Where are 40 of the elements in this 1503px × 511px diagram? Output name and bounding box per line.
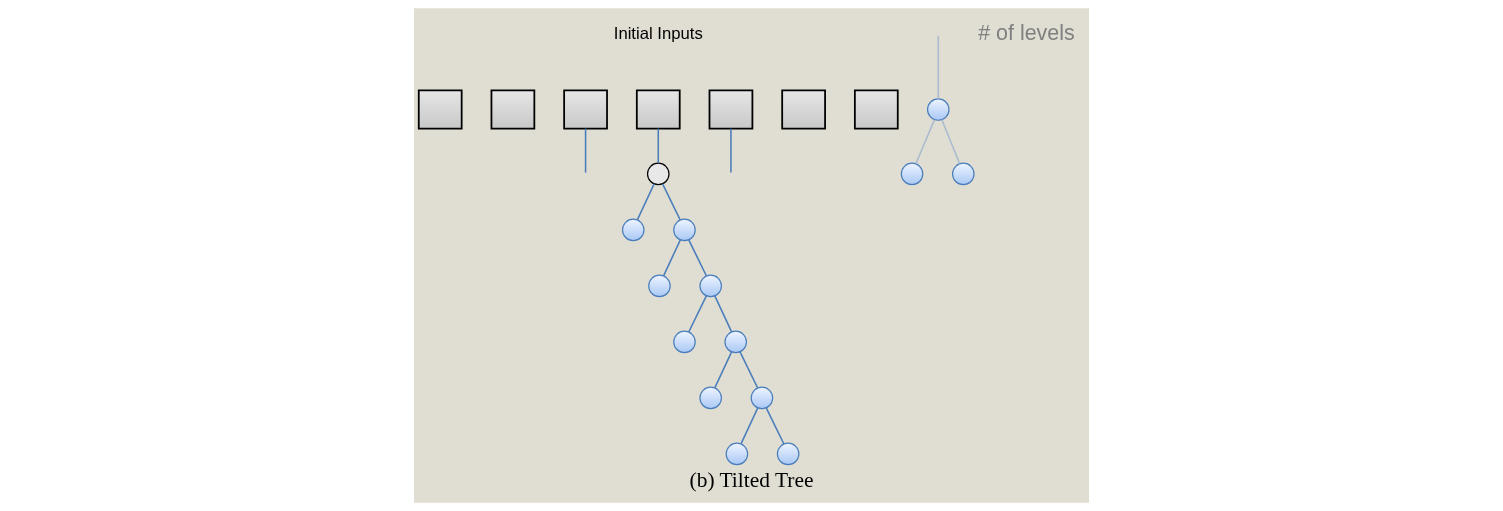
- connector: [636, 183, 655, 221]
- node-box: [635, 89, 681, 130]
- connector: [714, 295, 733, 333]
- connector: [739, 351, 759, 389]
- node-circle: [926, 98, 950, 121]
- caption: (b) Tilted Tree: [689, 467, 814, 492]
- node-box: [563, 89, 608, 130]
- connector: [730, 127, 732, 174]
- connector: [661, 183, 681, 221]
- node-box: [853, 89, 899, 130]
- connector: [915, 119, 936, 165]
- connector: [941, 119, 961, 165]
- node-circle: [699, 274, 722, 298]
- node-circle: [750, 386, 774, 410]
- node-circle: [699, 386, 722, 410]
- connector: [937, 34, 940, 100]
- node-circle: [648, 274, 671, 298]
- node-circle: [673, 330, 696, 354]
- node-circle: [621, 218, 645, 242]
- connector: [687, 295, 708, 333]
- node-circle: [646, 162, 670, 186]
- label: Initial Inputs: [613, 23, 703, 43]
- connector: [688, 239, 708, 277]
- node-circle: [724, 330, 748, 354]
- node-box: [708, 89, 754, 130]
- connector: [765, 407, 785, 445]
- node-circle: [776, 442, 800, 466]
- connector: [740, 407, 759, 445]
- connector: [662, 239, 682, 277]
- connector: [657, 127, 660, 164]
- node-box: [781, 89, 826, 130]
- connector: [584, 127, 587, 174]
- node-circle: [725, 442, 749, 466]
- node-circle: [673, 218, 696, 242]
- node-circle: [900, 162, 924, 186]
- label: # of levels: [978, 20, 1075, 45]
- node-circle: [951, 162, 975, 186]
- node-box: [490, 89, 536, 130]
- node-box: [417, 89, 463, 130]
- connector: [714, 351, 733, 389]
